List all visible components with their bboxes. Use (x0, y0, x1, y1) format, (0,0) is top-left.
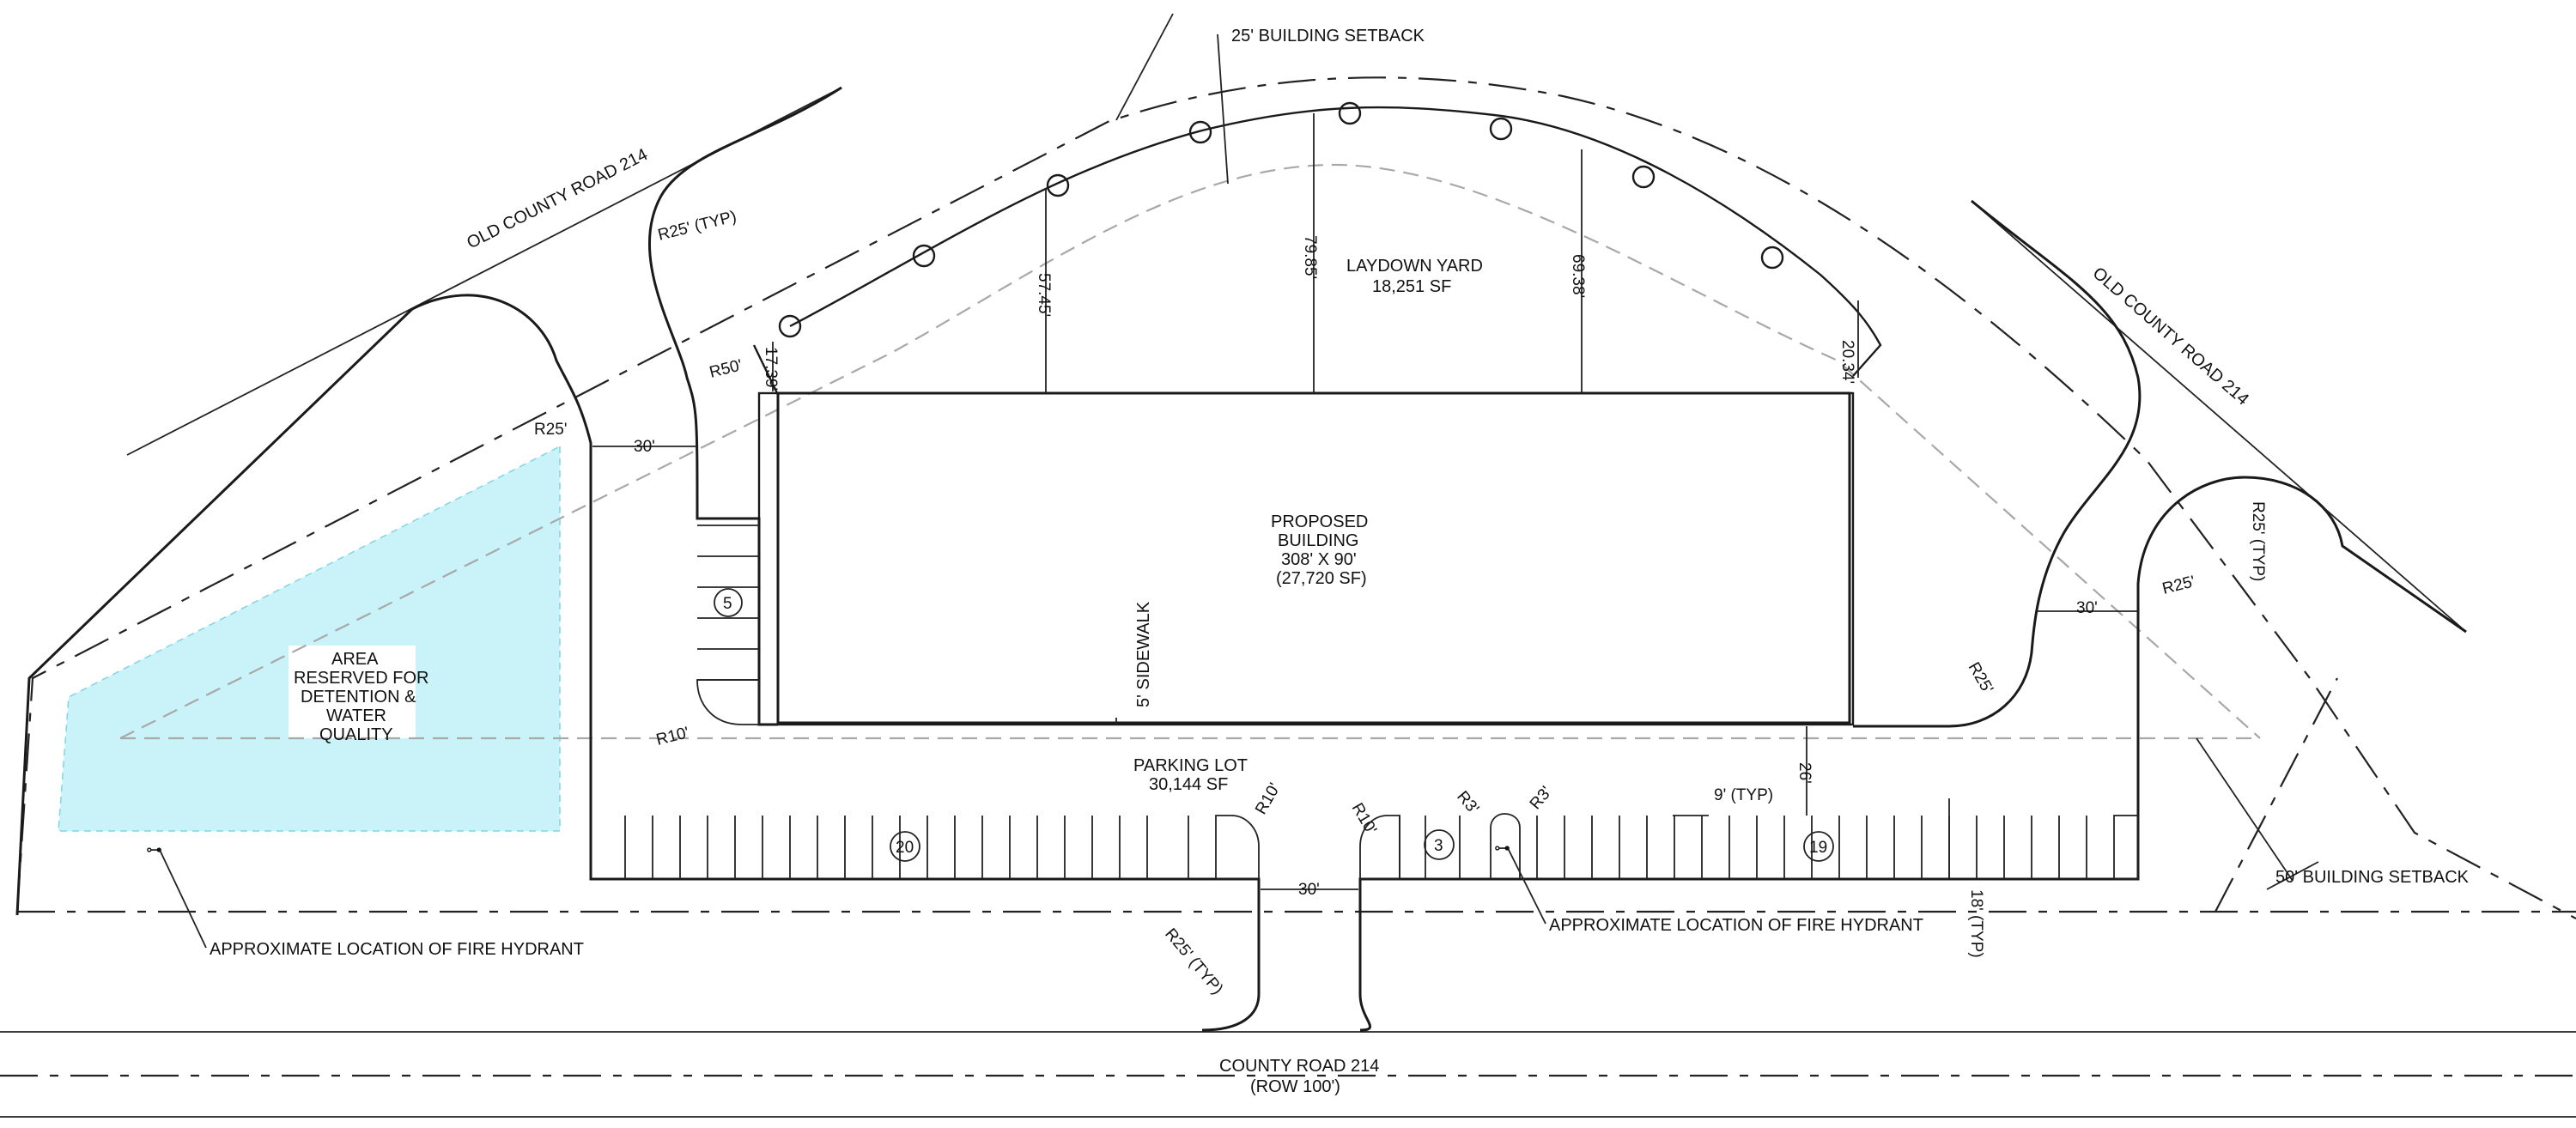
sidewalk-strip (757, 391, 1855, 726)
building-setback-25 (119, 163, 2261, 739)
parking-lot-area: 30,144 SF (1149, 775, 1228, 794)
dim-30-left: 30' (634, 438, 655, 456)
dimension-lines (159, 13, 2319, 949)
hydrant-left-label: APPROXIMATE LOCATION OF FIRE HYDRANT (210, 940, 584, 959)
fence-post (1631, 165, 1656, 189)
laydown-yard-title: LAYDOWN YARD (1346, 257, 1483, 276)
dim-79-85: 79.85' (1301, 235, 1319, 279)
parking-count-left: 5 (723, 595, 732, 613)
detention-label-box (289, 646, 416, 738)
detention-label-5: QUALITY (319, 725, 393, 744)
radius-r50: R50' (708, 356, 744, 382)
parking-count-bottom-mid: 3 (1434, 837, 1443, 855)
fire-hydrant-icon: ⊶ (1494, 840, 1510, 858)
laydown-yard-arc (789, 106, 1882, 377)
detention-label-4: WATER (326, 707, 386, 725)
dim-30-bottom: 30' (1298, 881, 1320, 899)
laydown-left-edge (752, 344, 780, 396)
count-badge (1424, 829, 1455, 860)
radius-r25-mid: R25' (1965, 659, 1996, 697)
dim-17-39: 17.39' (762, 347, 780, 391)
fence-post (912, 244, 936, 268)
radius-r3-b: R3' (1527, 783, 1556, 813)
radius-r25-right: R25' (2160, 573, 2196, 598)
old-county-road-right-label: OLD COUNTY ROAD 214 (2089, 264, 2252, 409)
old-county-road-left-label: OLD COUNTY ROAD 214 (464, 145, 651, 252)
fence-post (1489, 117, 1513, 141)
dim-69-38: 69.38' (1569, 254, 1587, 298)
site-curb-top-left (647, 86, 842, 726)
parking-row-left (624, 816, 1189, 879)
detention-label-1: AREA (331, 650, 379, 669)
parking-count-bottom-left: 20 (896, 839, 914, 857)
laydown-yard-area: 18,251 SF (1372, 277, 1451, 296)
setback-25-label: 25' BUILDING SETBACK (1231, 27, 1425, 45)
fence-post (1338, 101, 1362, 125)
radius-r10-b: R10' (1348, 800, 1380, 838)
landscape-island-bottom-mid (1359, 815, 1400, 880)
radius-r25-typ-top: R25' (TYP) (656, 208, 738, 245)
dim-9-typ: 9' (TYP) (1714, 786, 1773, 804)
fence-post (778, 314, 802, 338)
site-curb-right (1358, 476, 2467, 1032)
old-county-road-right-edge (1971, 200, 2467, 633)
fence-post (1760, 246, 1784, 270)
landscape-island-bottom-left (1215, 815, 1260, 880)
detention-label-3: DETENTION & (301, 688, 416, 707)
county-road-label: COUNTY ROAD 214 (1219, 1057, 1379, 1076)
count-badge (1803, 831, 1834, 862)
parking-lot-title: PARKING LOT (1133, 756, 1248, 775)
fence-post (1046, 173, 1070, 197)
fire-hydrant-icon: ⊶ (146, 841, 162, 859)
radius-r25-typ-bottom: R25' (TYP) (1161, 925, 1226, 998)
fence-post (1188, 120, 1212, 144)
landscape-island-bottom-right (2113, 815, 2139, 880)
building-area: (27,720 SF) (1276, 569, 1367, 588)
count-badge (890, 831, 920, 862)
detention-area (58, 445, 561, 832)
parking-count-bottom-right: 19 (1809, 839, 1827, 857)
parking-row-mid (1399, 816, 1461, 879)
radius-r25-typ-right: R25' (TYP) (2249, 501, 2267, 581)
dim-20-34: 20.34' (1838, 340, 1856, 384)
count-badge (714, 588, 743, 617)
dim-26: 26' (1795, 762, 1814, 784)
setback-50-label: 50' BUILDING SETBACK (2275, 868, 2470, 887)
dim-30-right: 30' (2076, 599, 2098, 617)
radius-r10-left: R10' (654, 724, 690, 749)
sidewalk-label: 5' SIDEWALK (1134, 601, 1153, 707)
dim-57-45: 57.45' (1035, 273, 1053, 317)
detention-label-2: RESERVED FOR (294, 669, 428, 688)
site-curb-right-bay (1853, 199, 2142, 728)
radius-r25-left: R25' (534, 421, 567, 439)
hydrant-island (1490, 813, 1521, 879)
hydrant-right-label: APPROXIMATE LOCATION OF FIRE HYDRANT (1549, 916, 1923, 935)
building-dims: 308' X 90' (1281, 550, 1357, 569)
site-curb-left (15, 294, 1261, 1032)
dim-18-typ: 18' (TYP) (1967, 889, 1985, 958)
right-setback-diagonal (2215, 677, 2338, 913)
county-road-row-label: (ROW 100') (1250, 1077, 1340, 1096)
property-line (15, 76, 2576, 919)
radius-r3-a: R3' (1453, 788, 1482, 818)
landscape-island-left (696, 679, 760, 725)
building-label-1: PROPOSED (1271, 512, 1368, 531)
building-label-2: BUILDING (1278, 531, 1358, 550)
radius-r10-a: R10' (1252, 780, 1284, 818)
